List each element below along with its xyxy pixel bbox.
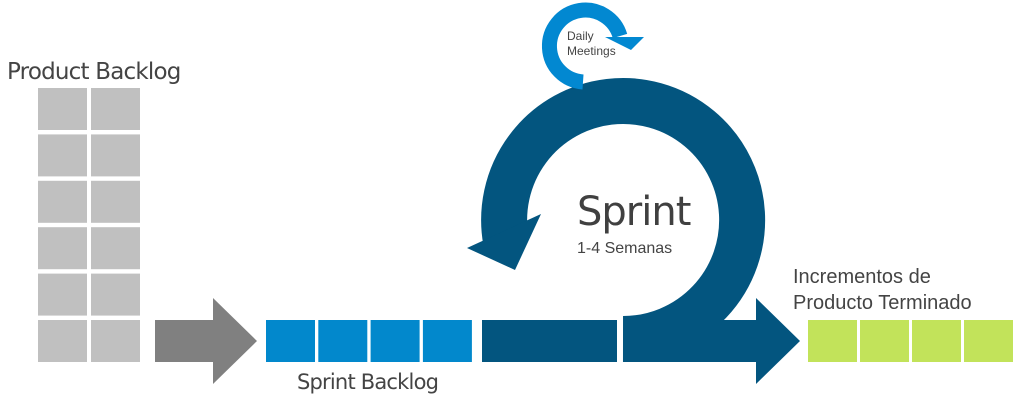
- sprint-duration-label: 1-4 Semanas: [577, 240, 673, 257]
- product-backlog-grid: [38, 88, 140, 362]
- daily-meetings-arc: [541, 2, 628, 90]
- increment-items: [808, 320, 1013, 362]
- product-backlog-item: [38, 134, 87, 177]
- product-backlog-item: [91, 227, 140, 270]
- product-backlog-item: [38, 180, 87, 223]
- daily-line1: Daily: [567, 29, 594, 43]
- product-backlog-item: [38, 320, 87, 362]
- sprint-label: Sprint: [577, 189, 691, 235]
- sprint-cycle-arc: [481, 78, 766, 362]
- increments-line1: Incrementos de: [793, 266, 931, 288]
- sprint-backlog-label: Sprint Backlog: [297, 370, 439, 394]
- product-backlog-item: [38, 273, 87, 316]
- sprint-backlog-item: [266, 320, 315, 362]
- product-backlog-item: [38, 88, 87, 130]
- increment-item: [860, 320, 909, 362]
- product-backlog-item: [38, 227, 87, 270]
- product-backlog-item: [91, 320, 140, 362]
- daily-line2: Meetings: [567, 44, 616, 58]
- product-backlog-item: [91, 134, 140, 177]
- sprint-backlog-item: [318, 320, 368, 362]
- product-backlog-item: [91, 180, 140, 223]
- backlog-to-sprint-arrow: [155, 298, 257, 384]
- daily-meetings-label: Daily Meetings: [567, 29, 616, 59]
- sprint-output-arrow: [624, 298, 800, 384]
- increments-line2: Producto Terminado: [793, 292, 972, 314]
- sprint-backlog-item: [422, 320, 472, 362]
- increment-item: [912, 320, 961, 362]
- sprint-cycle-arrowhead: [467, 214, 541, 270]
- sprint-backlog-item: [370, 320, 420, 362]
- increments-label: Incrementos de Producto Terminado: [793, 264, 972, 316]
- increment-item: [964, 320, 1013, 362]
- daily-meetings-arrowhead: [605, 37, 644, 50]
- product-backlog-item: [91, 88, 140, 130]
- increment-item: [808, 320, 857, 362]
- product-backlog-item: [91, 273, 140, 316]
- sprint-backlog-items: [266, 320, 472, 362]
- sprint-bar: [482, 320, 617, 362]
- product-backlog-label: Product Backlog: [7, 59, 181, 85]
